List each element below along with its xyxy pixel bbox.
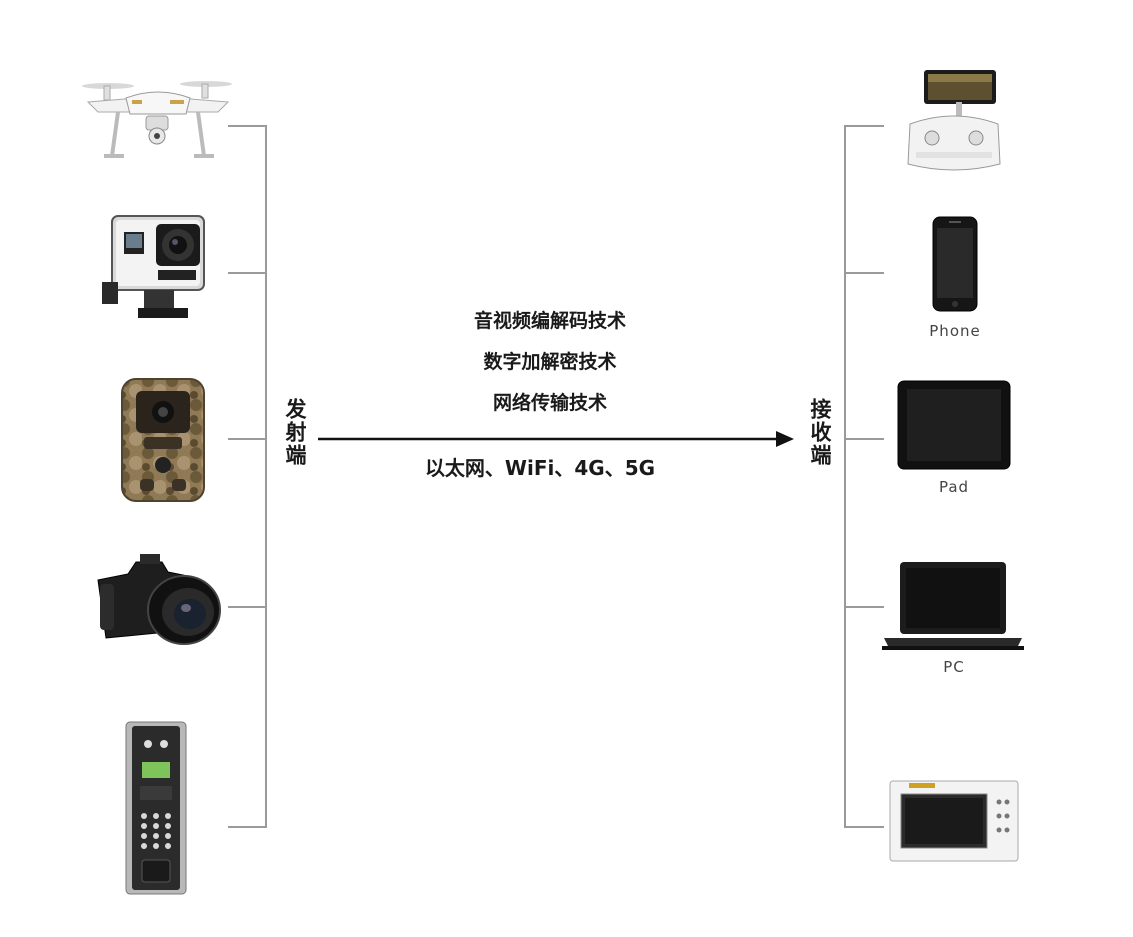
sender-label: 发射端 (278, 398, 308, 467)
receiver-connector-5 (844, 826, 884, 828)
sender-connector-3 (228, 438, 267, 440)
tablet-icon (897, 380, 1011, 470)
pc-label: PC (904, 658, 1004, 676)
door-intercom-icon (124, 720, 188, 896)
technology-2: 数字加解密技术 (380, 347, 720, 374)
sender-bracket-vertical (265, 125, 267, 827)
receiver-connector-1 (844, 125, 884, 127)
laptop-icon (880, 560, 1026, 652)
network-types: 以太网、WiFi、4G、5G (370, 452, 710, 481)
indoor-monitor-icon (889, 780, 1019, 862)
trail-camera-icon (118, 375, 208, 505)
phone-label: Phone (905, 322, 1005, 340)
sender-connector-2 (228, 272, 267, 274)
pad-label: Pad (904, 478, 1004, 496)
action-camera-icon (98, 212, 218, 324)
receiver-bracket-vertical (844, 125, 846, 827)
phone-icon (932, 216, 978, 312)
sender-connector-5 (228, 826, 267, 828)
drone-icon (78, 72, 238, 167)
receiver-connector-4 (844, 606, 884, 608)
sender-connector-4 (228, 606, 267, 608)
dslr-camera-icon (92, 548, 224, 650)
receiver-label: 接收端 (803, 398, 833, 467)
receiver-connector-3 (844, 438, 884, 440)
technology-1: 音视频编解码技术 (380, 306, 720, 333)
receiver-connector-2 (844, 272, 884, 274)
drone-remote-controller-icon (904, 68, 1004, 176)
transmission-arrow (318, 429, 798, 449)
technology-3: 网络传输技术 (380, 388, 720, 415)
